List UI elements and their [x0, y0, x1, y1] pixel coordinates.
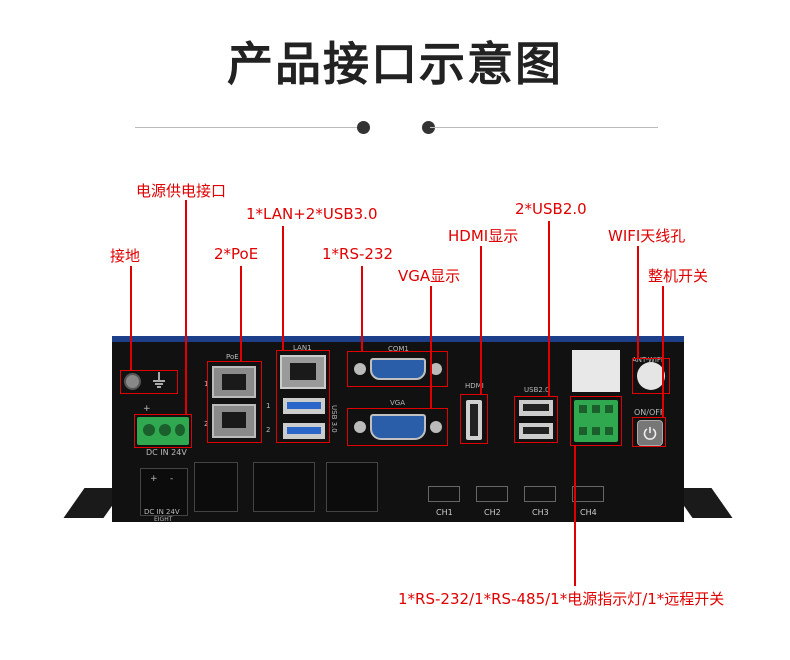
ant-wifi-silk: ANT-WIFI [632, 356, 663, 364]
box-usb2 [514, 396, 558, 443]
label-power-port: 电源供电接口 [136, 182, 227, 200]
rj45-block-2 [253, 462, 315, 512]
com1-port [354, 356, 442, 384]
poe-port-1 [212, 366, 256, 398]
box-ground [120, 370, 178, 394]
divider-dot-right [422, 121, 435, 134]
leader-wifi [637, 246, 639, 358]
divider-dot-left [357, 121, 370, 134]
label-ground: 接地 [110, 247, 141, 265]
dc-in-silk: DC IN 24V [146, 448, 187, 457]
leader-ground [130, 266, 132, 370]
poe-num-1: 1 [204, 380, 209, 388]
rj45-block-1 [194, 462, 238, 512]
label-wifi: WIFI天线孔 [608, 227, 686, 245]
hdmi-silk: HDMI [465, 382, 484, 390]
ch2-label: CH2 [484, 508, 501, 517]
leader-vga [430, 286, 432, 408]
dc-minus: - [170, 474, 174, 484]
box-lan-usb3 [276, 350, 330, 443]
leader-power-port [185, 200, 187, 414]
box-vga [347, 408, 448, 446]
ch1-label: CH1 [436, 508, 453, 517]
label-lan-usb3: 1*LAN+2*USB3.0 [246, 205, 378, 223]
usb3-num-1: 1 [266, 402, 271, 410]
wifi-antenna-hole [637, 362, 665, 390]
ch4-connector [572, 486, 604, 502]
power-icon [642, 425, 658, 441]
power-button[interactable] [637, 420, 663, 446]
io-terminal-block [574, 400, 618, 442]
box-dc-terminal [134, 414, 192, 448]
rj45-block-3 [326, 462, 378, 512]
eight-silk: EIGHT [154, 516, 173, 523]
usb2-port-2 [519, 423, 553, 439]
usb3-num-2: 2 [266, 426, 271, 434]
usb2-port-1 [519, 400, 553, 416]
leader-hdmi [480, 246, 482, 394]
box-onoff [632, 417, 666, 447]
poe-port-2 [212, 404, 256, 438]
divider-right [430, 127, 658, 128]
ch3-connector [524, 486, 556, 502]
ch3-label: CH3 [532, 508, 549, 517]
box-poe [207, 361, 262, 443]
ch4-label: CH4 [580, 508, 597, 517]
usb3-port-2 [283, 423, 325, 439]
divider-left [135, 127, 363, 128]
label-poe: 2*PoE [214, 245, 259, 263]
dc-terminal-block [137, 417, 189, 445]
dc-in-plug-area [140, 468, 188, 516]
onoff-silk: ON/OFF [634, 408, 665, 417]
label-usb2: 2*USB2.0 [515, 200, 587, 218]
box-com1 [347, 351, 448, 387]
leader-io-block [574, 446, 576, 586]
lan1-port [280, 355, 326, 389]
box-wifi [632, 358, 670, 394]
page-title: 产品接口示意图 [227, 37, 563, 91]
io-label-sticker [572, 350, 620, 392]
poe-silk: PoE [226, 353, 239, 361]
leader-usb2 [548, 221, 550, 396]
box-io-terminal [570, 396, 622, 446]
lan1-silk: LAN1 [293, 344, 312, 352]
leader-poe [240, 266, 242, 361]
leader-lan-usb3 [282, 226, 284, 350]
plus-mark: + [143, 404, 151, 414]
label-rs232: 1*RS-232 [322, 245, 394, 263]
dc-plus: + [150, 474, 158, 484]
poe-num-2: 2 [204, 420, 209, 428]
usb2-silk: USB2.0 [524, 386, 550, 394]
vga-port [354, 412, 442, 442]
com1-silk: COM1 [388, 345, 409, 353]
ch1-connector [428, 486, 460, 502]
label-power-switch: 整机开关 [648, 267, 709, 285]
label-hdmi: HDMI显示 [448, 227, 519, 245]
dc-in-silk-2: DC IN 24V [144, 508, 180, 516]
ch2-connector [476, 486, 508, 502]
ground-symbol-icon [152, 372, 166, 390]
leader-rs232 [361, 266, 363, 351]
label-io-block: 1*RS-232/1*RS-485/1*电源指示灯/1*远程开关 [398, 590, 725, 608]
ground-screw [124, 373, 141, 390]
leader-power-switch [662, 286, 664, 417]
chassis-top-strip [112, 336, 684, 344]
usb3-silk: USB 3.0 [330, 405, 338, 433]
vga-silk: VGA [390, 399, 406, 407]
usb3-port-1 [283, 398, 325, 414]
box-hdmi [460, 394, 488, 444]
hdmi-port [466, 400, 482, 440]
label-vga: VGA显示 [398, 267, 461, 285]
